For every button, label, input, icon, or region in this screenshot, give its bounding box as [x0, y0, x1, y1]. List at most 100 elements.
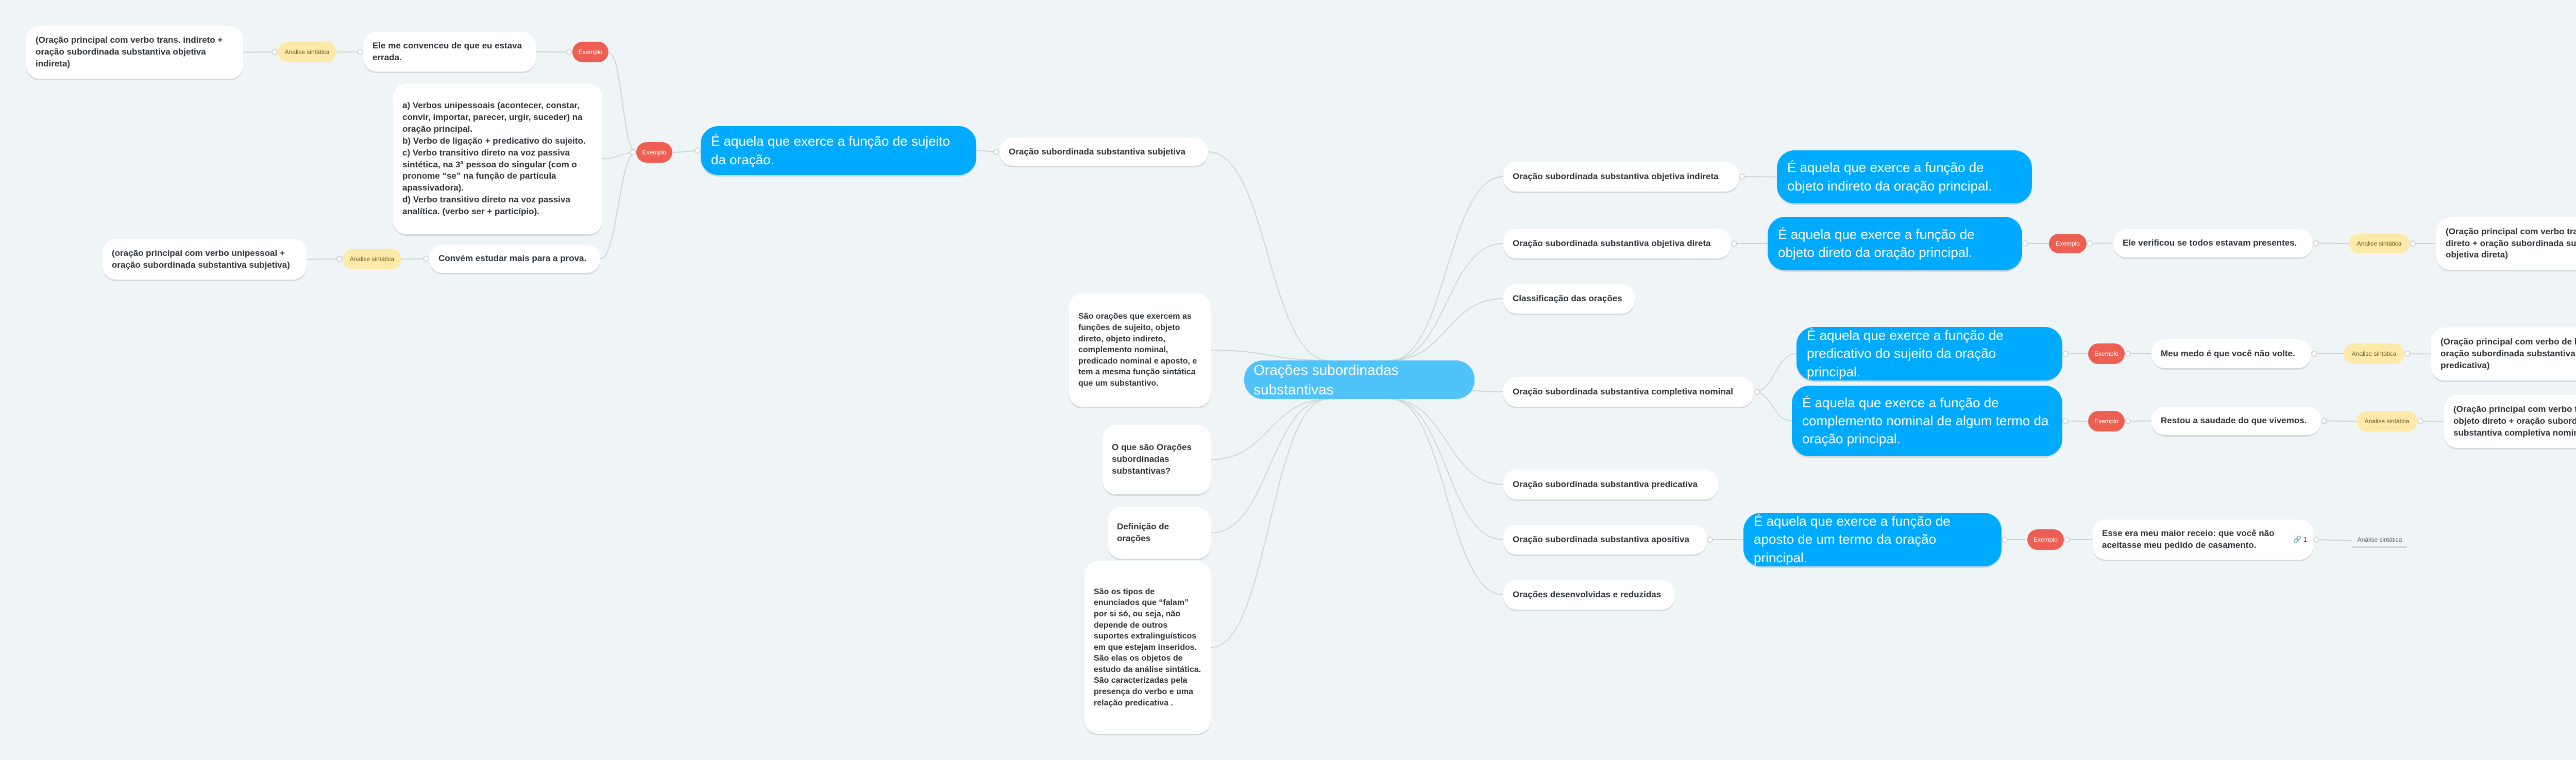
- collapse-handle[interactable]: [423, 255, 429, 262]
- collapse-handle[interactable]: [2321, 418, 2327, 424]
- topic-subjetiva[interactable]: Oração subordinada substantiva subjetiva: [999, 138, 1208, 166]
- connector-line: [608, 51, 637, 153]
- connector-line: [1210, 399, 1329, 648]
- definition-objetiva-indireta[interactable]: É aquela que exerce a função de objeto i…: [1777, 150, 2032, 203]
- connector-line: [243, 51, 278, 53]
- collapse-handle[interactable]: [630, 149, 636, 156]
- analysis-text[interactable]: (oração principal com verbo unipessoal +…: [103, 239, 307, 280]
- example-sentence[interactable]: Restou a saudade do que vivemos.: [2151, 407, 2321, 435]
- collapse-handle[interactable]: [336, 256, 343, 262]
- analysis-text[interactable]: (Oração principal com verbo trans. indir…: [26, 26, 243, 79]
- example-sentence[interactable]: Meu medo é que você não volte.: [2151, 339, 2311, 368]
- topic-apositiva[interactable]: Oração subordinada substantiva apositiva: [1503, 525, 1707, 555]
- collapse-handle[interactable]: [2417, 418, 2424, 424]
- analysis-text[interactable]: (Oração principal com verbo de ligação +…: [2431, 327, 2576, 381]
- example-tag[interactable]: Exemplo: [2088, 411, 2125, 431]
- connector-line: [1210, 350, 1329, 361]
- connector-line: [672, 150, 701, 153]
- definition-subjetiva[interactable]: É aquela que exerce a função de sujeito …: [701, 126, 976, 175]
- example-tag[interactable]: Exemplo: [572, 42, 608, 62]
- connector-line: [1390, 298, 1504, 361]
- connector-line: [1753, 391, 1792, 422]
- collapse-handle[interactable]: [630, 149, 636, 156]
- connector-line: [1390, 176, 1504, 361]
- collapse-handle[interactable]: [2410, 240, 2416, 247]
- link-icon: 🔗: [2293, 536, 2302, 544]
- collapse-handle[interactable]: [566, 49, 572, 55]
- collapse-handle[interactable]: [2064, 537, 2070, 543]
- collapse-handle[interactable]: [694, 147, 701, 154]
- topic-desenvolvidas-reduzidas[interactable]: Orações desenvolvidas e reduzidas: [1503, 580, 1675, 610]
- connector-line: [336, 51, 364, 53]
- collapse-handle[interactable]: [1731, 240, 1737, 247]
- definition-apositiva[interactable]: É aquela que exerce a função de aposto d…: [1743, 513, 2002, 566]
- analysis-tag[interactable]: Analise sintática: [2357, 411, 2417, 431]
- collapse-handle[interactable]: [2125, 418, 2131, 424]
- example-tag[interactable]: Exemplo: [2049, 234, 2087, 253]
- connector-line: [306, 258, 343, 260]
- topic-objetiva-direta[interactable]: Oração subordinada substantiva objetiva …: [1503, 229, 1731, 258]
- connector-line: [535, 51, 573, 53]
- collapse-handle[interactable]: [2313, 537, 2319, 543]
- example-sentence[interactable]: Convém estudar mais para a prova.: [429, 245, 600, 273]
- connector-line: [1753, 353, 1797, 392]
- connector-line: [1390, 243, 1504, 361]
- connector-line: [1390, 399, 1504, 485]
- definition-predicativo[interactable]: É aquela que exerce a função de predicat…: [1797, 327, 2062, 381]
- definition-objetiva-direta[interactable]: É aquela que exerce a função de objeto d…: [1768, 217, 2022, 270]
- analysis-tag[interactable]: Analise sintática: [2349, 234, 2410, 253]
- collapse-handle[interactable]: [2311, 351, 2317, 357]
- collapse-handle[interactable]: [2087, 240, 2093, 247]
- example-tag[interactable]: Exemplo: [636, 142, 672, 163]
- analysis-text[interactable]: (Oração principal com verbo trans. diret…: [2444, 395, 2576, 448]
- collapse-handle[interactable]: [2313, 240, 2319, 247]
- topic-predicativa[interactable]: Oração subordinada substantiva predicati…: [1503, 470, 1718, 499]
- collapse-handle[interactable]: [2404, 351, 2411, 357]
- note-types[interactable]: São os tipos de enunciados que “falam” p…: [1084, 561, 1211, 734]
- connector-line: [602, 152, 637, 160]
- analysis-tag[interactable]: Analise sintática: [278, 42, 336, 62]
- connector-line: [2313, 539, 2353, 541]
- topic-question[interactable]: O que são Orações subordinadas substanti…: [1103, 425, 1211, 494]
- analysis-text[interactable]: (Oração principal com verbo transitivo d…: [2436, 217, 2576, 270]
- connector-line: [1210, 399, 1329, 460]
- collapse-handle[interactable]: [2062, 418, 2069, 424]
- note-definition[interactable]: São orações que exercem as funções de su…: [1069, 293, 1211, 407]
- connector-line: [976, 150, 1000, 152]
- topic-classificacao[interactable]: Classificação das orações: [1503, 284, 1635, 314]
- connector-line: [1390, 399, 1504, 595]
- collapse-handle[interactable]: [2002, 537, 2008, 543]
- collapse-handle[interactable]: [2062, 351, 2069, 357]
- collapse-handle[interactable]: [993, 149, 999, 155]
- example-sentence[interactable]: Ele verificou se todos estavam presentes…: [2113, 229, 2313, 257]
- connector-line: [2124, 420, 2152, 422]
- collapse-handle[interactable]: [2022, 240, 2028, 247]
- example-sentence[interactable]: Esse era meu maior receio: que você não …: [2093, 520, 2313, 560]
- collapse-handle[interactable]: [1739, 174, 1745, 180]
- link-badge[interactable]: 🔗 1: [2293, 535, 2307, 544]
- topic-definition[interactable]: Definição de orações: [1108, 507, 1211, 559]
- collapse-handle[interactable]: [1754, 389, 1760, 395]
- analysis-tag[interactable]: Análise sintática: [2352, 533, 2407, 548]
- connector-line: [2062, 420, 2089, 422]
- example-text: Esse era meu maior receio: que você não …: [2102, 528, 2275, 550]
- collapse-handle[interactable]: [1754, 389, 1760, 395]
- collapse-handle[interactable]: [357, 48, 363, 55]
- cases-list[interactable]: a) Verbos unipessoais (acontecer, consta…: [393, 83, 602, 234]
- connector-line: [401, 258, 430, 260]
- example-tag[interactable]: Exemplo: [2088, 343, 2125, 364]
- analysis-tag[interactable]: Analise sintática: [2344, 343, 2404, 364]
- example-tag[interactable]: Exemplo: [2027, 529, 2064, 550]
- collapse-handle[interactable]: [2125, 351, 2131, 357]
- connector-line: [1208, 151, 1329, 361]
- collapse-handle[interactable]: [272, 49, 278, 55]
- collapse-handle[interactable]: [1707, 537, 1713, 543]
- topic-objetiva-indireta[interactable]: Oração subordinada substantiva objetiva …: [1503, 162, 1739, 192]
- example-sentence[interactable]: Ele me convenceu de que eu estava errada…: [363, 32, 536, 72]
- definition-complemento-nominal[interactable]: É aquela que exerce a função de compleme…: [1792, 386, 2062, 456]
- analysis-tag[interactable]: Analise sintática: [343, 249, 401, 269]
- central-topic[interactable]: Orações subordinadas substantivas: [1244, 360, 1475, 399]
- topic-completiva-nominal[interactable]: Oração subordinada substantiva completiv…: [1503, 377, 1754, 407]
- connector-line: [600, 152, 637, 260]
- collapse-handle[interactable]: [630, 149, 636, 156]
